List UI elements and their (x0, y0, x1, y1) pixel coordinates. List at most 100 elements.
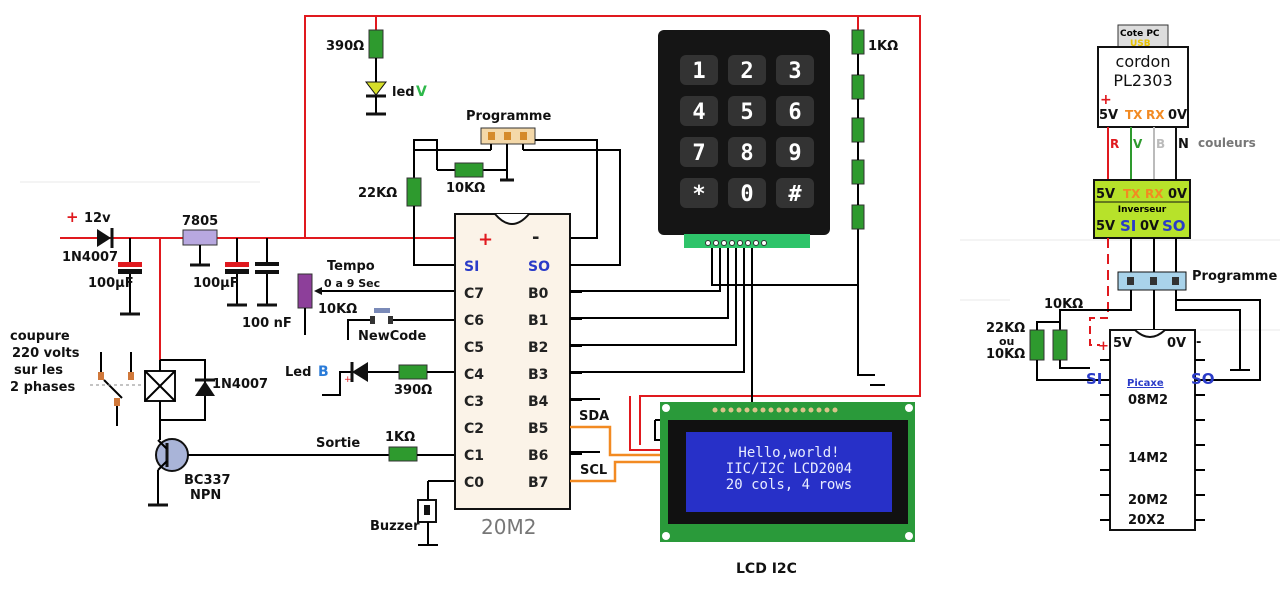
inv-top-0v: 0V (1168, 187, 1187, 202)
keypad-key-label: 6 (788, 100, 801, 125)
power-voltage: 12v (84, 211, 111, 226)
lcd-caption: LCD I2C (736, 561, 797, 577)
right-r10k-b: 10KΩ (986, 347, 1025, 362)
led-v-color: V (416, 84, 427, 100)
buzzer-label: Buzzer (370, 519, 420, 534)
right-plus2: + (1098, 339, 1109, 354)
tempo-title: Tempo (327, 259, 375, 274)
power-plus: + (66, 208, 79, 226)
keypad-key-label: 4 (692, 100, 705, 125)
scl-label: SCL (580, 463, 607, 478)
cut-text-4: 2 phases (10, 380, 75, 395)
cap2-label: 100µF (193, 276, 239, 291)
chip-minus: - (532, 227, 539, 248)
led-b-color: B (318, 364, 329, 380)
wire-r: R (1110, 137, 1119, 151)
keypad-key[interactable] (776, 55, 814, 85)
chip-pin-right: B2 (528, 340, 548, 356)
keypad-key[interactable] (680, 137, 718, 167)
keypad-key[interactable] (728, 137, 766, 167)
input-diode: 1N4007 (62, 250, 118, 265)
chip-20x2: 20X2 (1128, 513, 1165, 528)
chip-pin-left: C0 (464, 475, 484, 491)
chip-20m2 (454, 213, 571, 510)
transistor-type: NPN (190, 488, 221, 503)
inverter-name: Inverseur (1118, 205, 1167, 215)
cap3-label: 100 nF (242, 316, 292, 331)
keypad-key-label: 5 (740, 100, 753, 125)
keypad-resistor (851, 204, 865, 230)
chip-20m2-b: 20M2 (1128, 493, 1168, 508)
chip-pin-left: C4 (464, 367, 484, 383)
keypad-resistor (851, 29, 865, 55)
wire-n: N (1178, 137, 1189, 152)
diode-icon (97, 229, 111, 247)
output-label: Sortie (316, 436, 360, 451)
prog-r22k: 22KΩ (358, 186, 397, 201)
cable-pin-rx: RX (1146, 108, 1165, 122)
keypad-key[interactable] (776, 96, 814, 126)
keypad-key-label: 9 (788, 141, 801, 166)
inv-bot-5v: 5V (1096, 219, 1115, 234)
keypad-key-label: 2 (740, 59, 753, 84)
keypad-key[interactable] (776, 178, 814, 208)
right-minus: - (1196, 335, 1201, 350)
right-r10k: 10KΩ (1044, 297, 1083, 312)
chip-pin-left: C1 (464, 448, 484, 464)
chip-pin-left: C2 (464, 421, 484, 437)
prog-label: Programme (466, 109, 551, 124)
inv-top-5v: 5V (1096, 187, 1115, 202)
right-si: SI (1086, 370, 1102, 388)
right-so: SO (1191, 370, 1215, 388)
prog-r10k: 10KΩ (446, 181, 485, 196)
keypad-key[interactable] (680, 55, 718, 85)
keypad-key-label: # (788, 182, 802, 207)
chip-pin-left: C7 (464, 286, 484, 302)
cable-plus: + (1100, 92, 1112, 108)
inv-top-rx: RX (1145, 187, 1164, 201)
keypad-resistor (851, 74, 865, 100)
keypad-resistor (851, 159, 865, 185)
cap1-label: 100µF (88, 276, 134, 291)
keypad-key[interactable] (776, 137, 814, 167)
chip-pin-right: B7 (528, 475, 548, 491)
cut-text-3: sur les (14, 363, 63, 378)
cote-pc: Cote PC (1120, 29, 1160, 39)
chip-pin-left: C6 (464, 313, 484, 329)
output-res: 1KΩ (385, 430, 415, 445)
picaxe-chip (1109, 329, 1196, 531)
wire-v: V (1133, 137, 1143, 151)
chip-name: 20M2 (481, 515, 536, 539)
right-5v: 5V (1113, 336, 1132, 351)
keypad-key[interactable] (728, 96, 766, 126)
keypad-key[interactable] (680, 178, 718, 208)
chip-14m2: 14M2 (1128, 451, 1168, 466)
chip-plus: + (478, 229, 493, 250)
regulator-label: 7805 (182, 214, 218, 229)
led-b-label: Led (285, 365, 311, 380)
led-v-res: 390Ω (326, 39, 364, 54)
chip-pin-left: SI (464, 259, 479, 275)
keypad-key[interactable] (728, 55, 766, 85)
lcd-line2: IIC/I2C LCD2004 (726, 461, 852, 477)
tempo-range: 0 a 9 Sec (324, 277, 380, 290)
right-ou: ou (999, 335, 1014, 348)
cable1: cordon (1116, 52, 1171, 71)
keypad-key[interactable] (728, 178, 766, 208)
chip-pin-right: B4 (528, 394, 549, 410)
inv-bot-0v: 0V (1140, 219, 1159, 234)
transistor-name: BC337 (184, 473, 231, 488)
keypad-key[interactable] (680, 96, 718, 126)
chip-pin-right: B6 (528, 448, 548, 464)
keypad-key-label: 7 (692, 141, 705, 166)
sda-label: SDA (579, 409, 609, 424)
relay-diode: 1N4007 (212, 377, 268, 392)
cable-pin-5v: 5V (1099, 108, 1118, 123)
keypad-res: 1KΩ (868, 39, 898, 54)
cable-pin-0v: 0V (1168, 108, 1187, 123)
keypad-resistor (851, 117, 865, 143)
keypad-key-label: * (692, 182, 705, 207)
chip-pin-right: SO (528, 259, 550, 275)
chip-pin-left: C5 (464, 340, 484, 356)
